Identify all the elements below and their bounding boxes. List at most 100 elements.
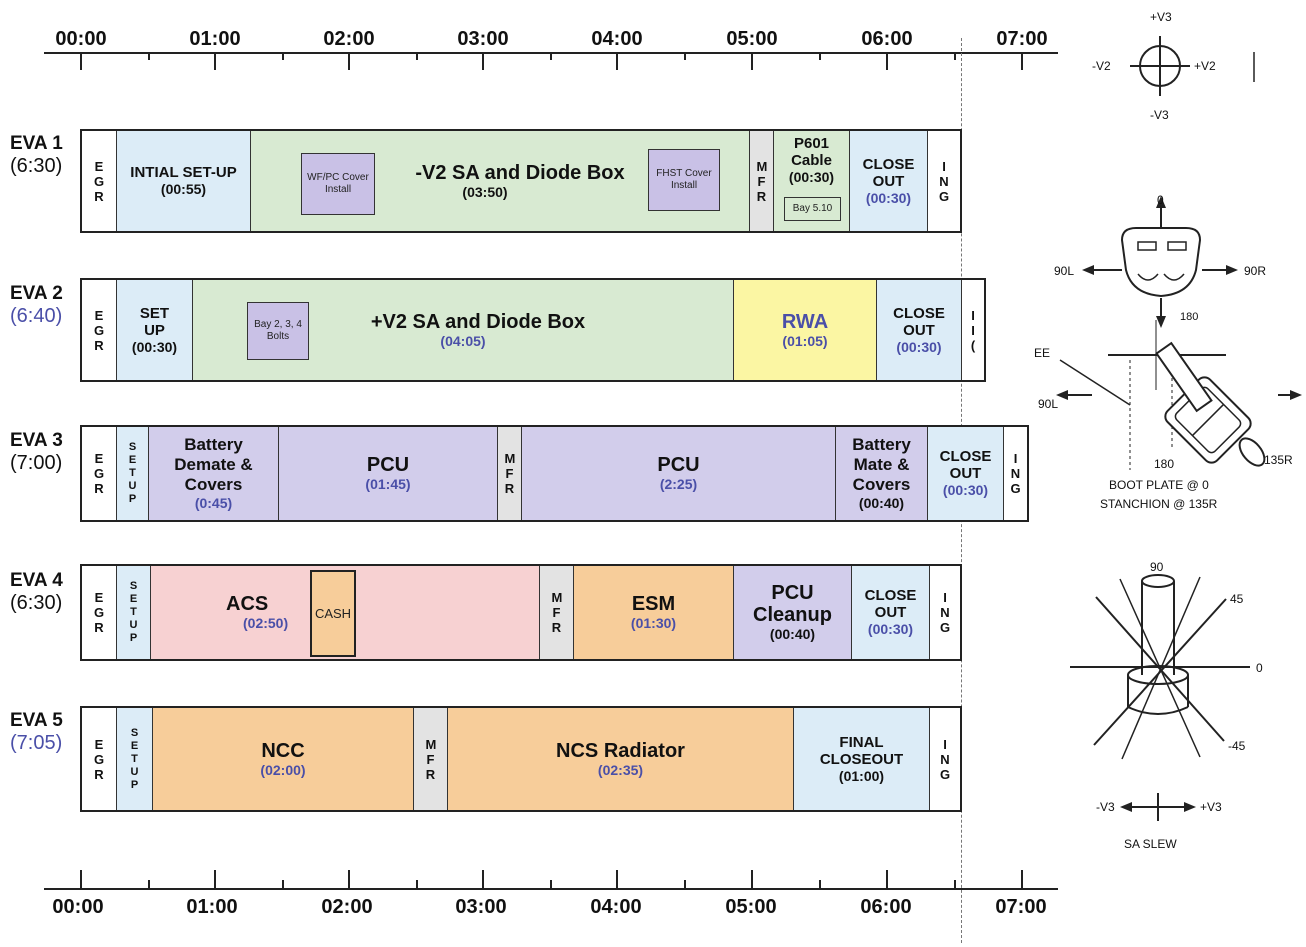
eva-3-bar: EGR SETUP Battery Demate & Covers(0:45) … [80,425,1029,522]
time-label: 05:00 [725,896,777,918]
axis-tick [684,880,686,888]
boot-plate-diagram: 0 90L 90R 180 EE 90L 135R 180 BOOT PLATE… [1030,190,1306,520]
axis-tick [616,870,618,888]
time-label: 04:00 [590,896,642,918]
time-label: 06:00 [860,896,912,918]
axis-tick [954,52,956,60]
axis-tick [482,870,484,888]
eva-name: EVA 2 [10,283,63,304]
label-180: 180 [1180,311,1199,323]
pcu-cleanup-segment: PCU Cleanup(00:40) [734,566,852,659]
crosshair-icon [1130,36,1255,96]
label-zero: 0 [1157,193,1164,207]
label-180-lower: 180 [1154,457,1175,471]
mfr-segment: MFR [540,566,574,659]
eva-1-label: EVA 1 (6:30) [10,133,76,177]
stanchion-caption: STANCHION @ 135R [1100,497,1218,511]
axis-tick [80,870,82,888]
time-label: 06:00 [861,28,913,50]
axis-tick [886,52,888,70]
rwa-segment: RWA(01:05) [734,280,877,380]
axis-tick [550,52,552,60]
label-plus-v2: +V2 [1194,59,1216,73]
egr-segment: EGR [82,427,117,520]
time-label: 02:00 [323,28,375,50]
ing-segment: ING [930,566,960,659]
axis-tick [550,880,552,888]
pcu-segment: PCU(01:45) [279,427,498,520]
label-minus-45: -45 [1228,739,1246,753]
axis-tick [214,52,216,70]
bottom-timeline: 00:00 01:00 02:00 03:00 04:00 05:00 06:0… [0,862,1306,922]
time-label: 00:00 [55,28,107,50]
sa-slew-icon [1070,574,1250,821]
mfr-segment: MFR [498,427,522,520]
bay-5-10-subtask: Bay 5.10 [784,197,841,221]
esm-segment: ESM(01:30) [574,566,734,659]
setup-segment: SETUP [117,708,153,810]
time-label: 02:00 [321,896,373,918]
ing-segment: ING [930,708,960,810]
time-label: 07:00 [995,896,1047,918]
time-axis-line [44,888,1058,890]
label-0: 0 [1256,661,1263,675]
slew-label-minus-v3: -V3 [1096,800,1115,814]
time-label: 01:00 [189,28,241,50]
ncs-radiator-segment: NCS Radiator(02:35) [448,708,794,810]
eva-name: EVA 1 [10,133,63,154]
label-minus-v3: -V3 [1150,108,1169,122]
closeout-segment: CLOSE OUT(00:30) [852,566,930,659]
closeout-segment: CLOSE OUT(00:30) [850,131,928,231]
axis-tick [348,52,350,70]
boot-plate-caption: BOOT PLATE @ 0 [1109,478,1209,492]
eva-name: EVA 5 [10,710,63,731]
sa-slew-caption: SA SLEW [1124,837,1177,851]
axis-tick [214,870,216,888]
eva-2-label: EVA 2 (6:40) [10,283,76,327]
eva-duration: (7:05) [10,732,63,754]
closeout-segment: CLOSE OUT(00:30) [928,427,1004,520]
setup-segment: SET UP(00:30) [117,280,193,380]
axis-tick [954,880,956,888]
label-plus-v3: +V3 [1150,10,1172,24]
time-label: 01:00 [186,896,238,918]
wfpc-cover-install-subtask: WF/PC Cover Install [301,153,375,215]
eva-5-bar: EGR SETUP NCC(02:00) MFR NCS Radiator(02… [80,706,962,812]
time-label: 00:00 [52,896,104,918]
axis-tick [282,52,284,60]
eva-name: EVA 4 [10,570,63,591]
axis-tick [416,880,418,888]
label-45: 45 [1230,592,1244,606]
setup-segment: SETUP [117,427,149,520]
label-90l-lower: 90L [1038,397,1059,411]
eva-2-bar: EGR SET UP(00:30) +V2 SA and Diode Box(0… [80,278,986,382]
axis-tick [348,870,350,888]
eva-5-label: EVA 5 (7:05) [10,710,76,754]
time-label: 03:00 [455,896,507,918]
ncc-segment: NCC(02:00) [153,708,414,810]
ing-segment: ING [928,131,960,231]
axis-tick [819,52,821,60]
egr-segment: EGR [82,131,117,231]
eva-3-label: EVA 3 (7:00) [10,430,76,474]
closeout-segment: CLOSE OUT(00:30) [877,280,962,380]
ing-segment: I I ( [962,280,984,380]
label-90: 90 [1150,560,1164,574]
label-135r: 135R [1264,453,1293,467]
eva-duration: (6:30) [10,155,63,177]
mfr-segment: MFR [414,708,448,810]
axis-tick [1021,52,1023,70]
eva-name: EVA 3 [10,430,63,451]
eva-duration: (6:30) [10,592,63,614]
egr-segment: EGR [82,566,117,659]
axis-tick [886,870,888,888]
axis-tick [751,870,753,888]
top-timeline: 00:00 01:00 02:00 03:00 04:00 05:00 06:0… [0,28,1306,88]
label-90l: 90L [1054,264,1075,278]
axis-tick [148,52,150,60]
battery-mate-segment: Battery Mate & Covers(00:40) [836,427,928,520]
mfr-segment: MFR [750,131,774,231]
cash-subtask: CASH [310,570,356,657]
label-ee: EE [1034,346,1051,360]
battery-demate-segment: Battery Demate & Covers(0:45) [149,427,279,520]
